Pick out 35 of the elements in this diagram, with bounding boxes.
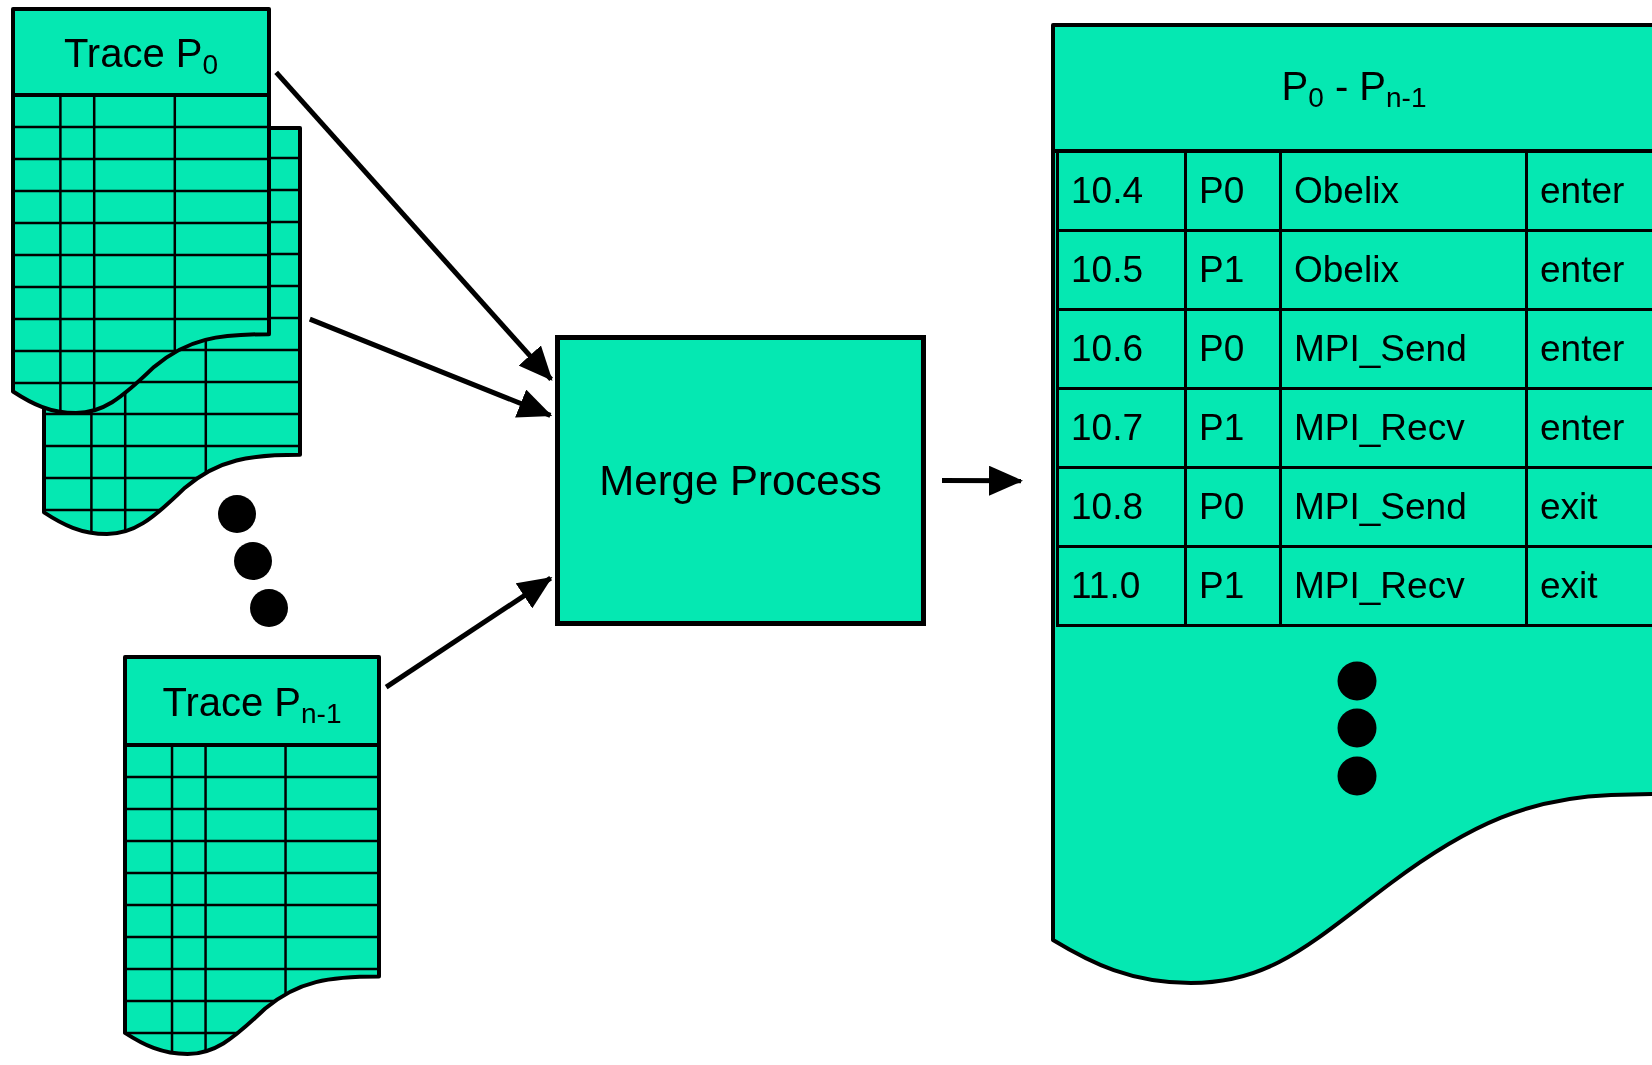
table-cell: 10.7 (1059, 390, 1187, 469)
arrow (308, 316, 553, 418)
trace-document (123, 655, 381, 1057)
output-document (1051, 23, 1652, 985)
table-cell: P1 (1187, 232, 1282, 311)
process-box: Merge Process (555, 335, 926, 626)
document-title: Trace P$_{n-1}$ (162, 682, 342, 722)
table-cell: Obelix (1282, 232, 1528, 311)
table-cell: P0 (1187, 153, 1282, 232)
table-cell: 10.4 (1059, 153, 1187, 232)
table-cell: 11.0 (1059, 548, 1187, 627)
arrow (384, 576, 553, 690)
table-cell: 10.6 (1059, 311, 1187, 390)
table-cell: enter (1528, 311, 1652, 390)
table-cell: 10.5 (1059, 232, 1187, 311)
document-heading: P$_{0}$ - P$_{n-1}$ (1281, 65, 1427, 106)
table-cell: enter (1528, 390, 1652, 469)
arrow (274, 70, 553, 381)
table-cell: exit (1528, 548, 1652, 627)
table-cell: P0 (1187, 469, 1282, 548)
arrow (942, 465, 1023, 496)
document-title: Trace P$_{0}$ (63, 33, 219, 73)
trace-document (11, 7, 271, 416)
table-cell: P0 (1187, 311, 1282, 390)
table-cell: Obelix (1282, 153, 1528, 232)
table-cell: enter (1528, 232, 1652, 311)
table-cell: enter (1528, 153, 1652, 232)
table-cell: P1 (1187, 548, 1282, 627)
table-cell: MPI_Recv (1282, 390, 1528, 469)
table-cell: MPI_Send (1282, 311, 1528, 390)
table-cell: MPI_Recv (1282, 548, 1528, 627)
table-cell: 10.8 (1059, 469, 1187, 548)
table-cell: P1 (1187, 390, 1282, 469)
table-cell: MPI_Send (1282, 469, 1528, 548)
table-cell: exit (1528, 469, 1652, 548)
